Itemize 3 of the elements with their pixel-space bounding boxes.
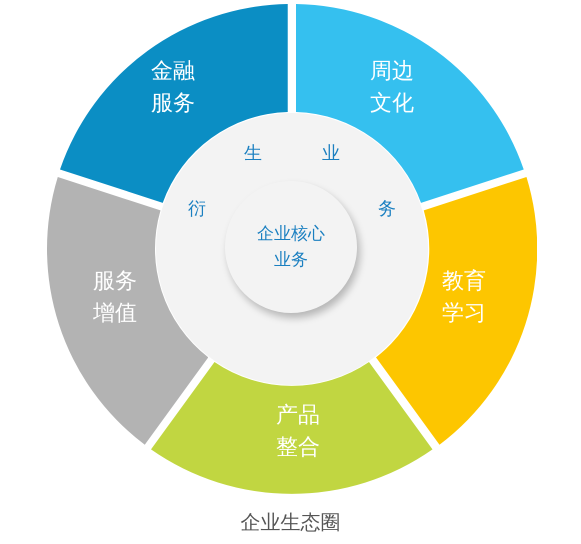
ring-segment: 产品整合 — [151, 362, 433, 494]
center-disc: 企业核心业务 — [225, 181, 357, 313]
caption: 企业生态圈 — [240, 509, 342, 536]
